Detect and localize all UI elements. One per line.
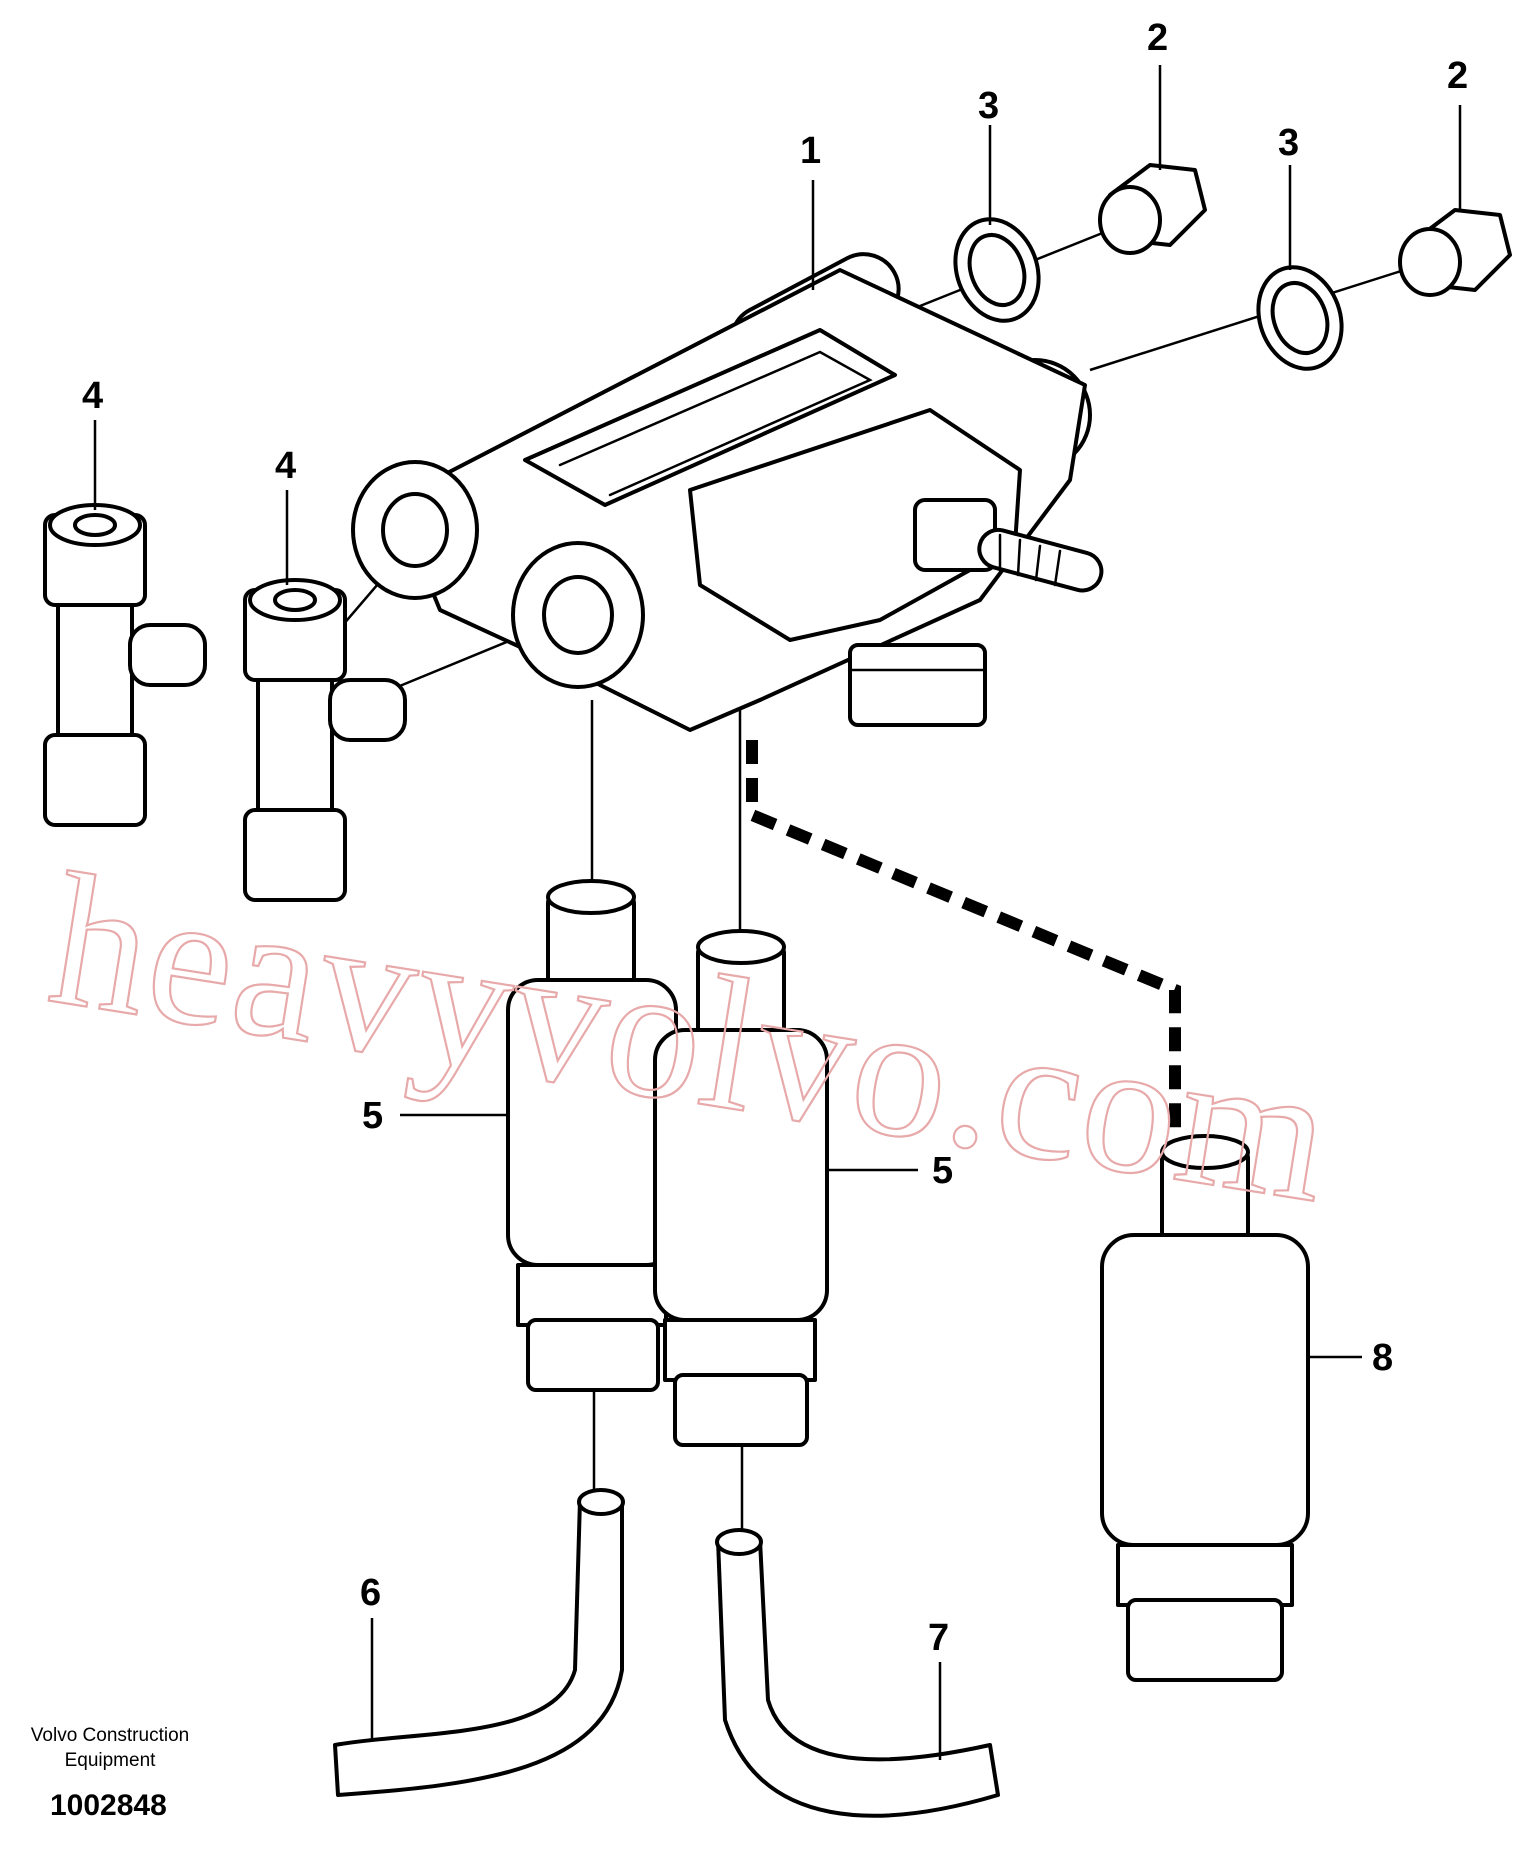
drawing-number: 1002848 — [50, 1789, 167, 1822]
tee-fitting-part-4 — [43, 503, 207, 827]
valve-block-part-1 — [351, 252, 1104, 732]
pressure-sensor-part-8 — [1100, 1134, 1310, 1682]
callout-pointers — [93, 65, 1462, 1760]
seal-ring-part-3 — [953, 217, 1041, 323]
plug-part-2b — [1398, 208, 1512, 297]
callout-8: 8 — [1372, 1337, 1393, 1379]
callout-5b: 5 — [932, 1150, 953, 1192]
callout-3: 3 — [978, 85, 999, 127]
footer-brand-line2: Equipment — [65, 1750, 157, 1771]
pressure-sensor-part-5 — [506, 879, 678, 1392]
callout-3b: 3 — [1278, 122, 1299, 164]
callout-7: 7 — [928, 1617, 949, 1659]
callout-labels: 1 2 2 3 3 4 4 5 5 6 7 8 — [82, 17, 1468, 1659]
plug-part-2 — [1098, 163, 1207, 255]
callout-1: 1 — [800, 130, 821, 172]
footer: Volvo Construction Equipment 1002848 — [31, 1725, 189, 1822]
hose-part-7 — [715, 1528, 1000, 1818]
callout-4b: 4 — [275, 445, 296, 487]
callout-2b: 2 — [1447, 55, 1468, 97]
callout-6: 6 — [360, 1572, 381, 1614]
hose-part-6 — [333, 1488, 625, 1797]
tee-fitting-part-4b — [243, 578, 407, 902]
callout-5: 5 — [362, 1095, 383, 1137]
callout-2: 2 — [1147, 17, 1168, 59]
footer-brand-line1: Volvo Construction — [31, 1725, 189, 1746]
seal-ring-part-3b — [1256, 265, 1344, 371]
callout-4: 4 — [82, 375, 103, 417]
dashed-connection-line — [746, 740, 1181, 1150]
pressure-sensor-part-5b — [653, 929, 829, 1447]
